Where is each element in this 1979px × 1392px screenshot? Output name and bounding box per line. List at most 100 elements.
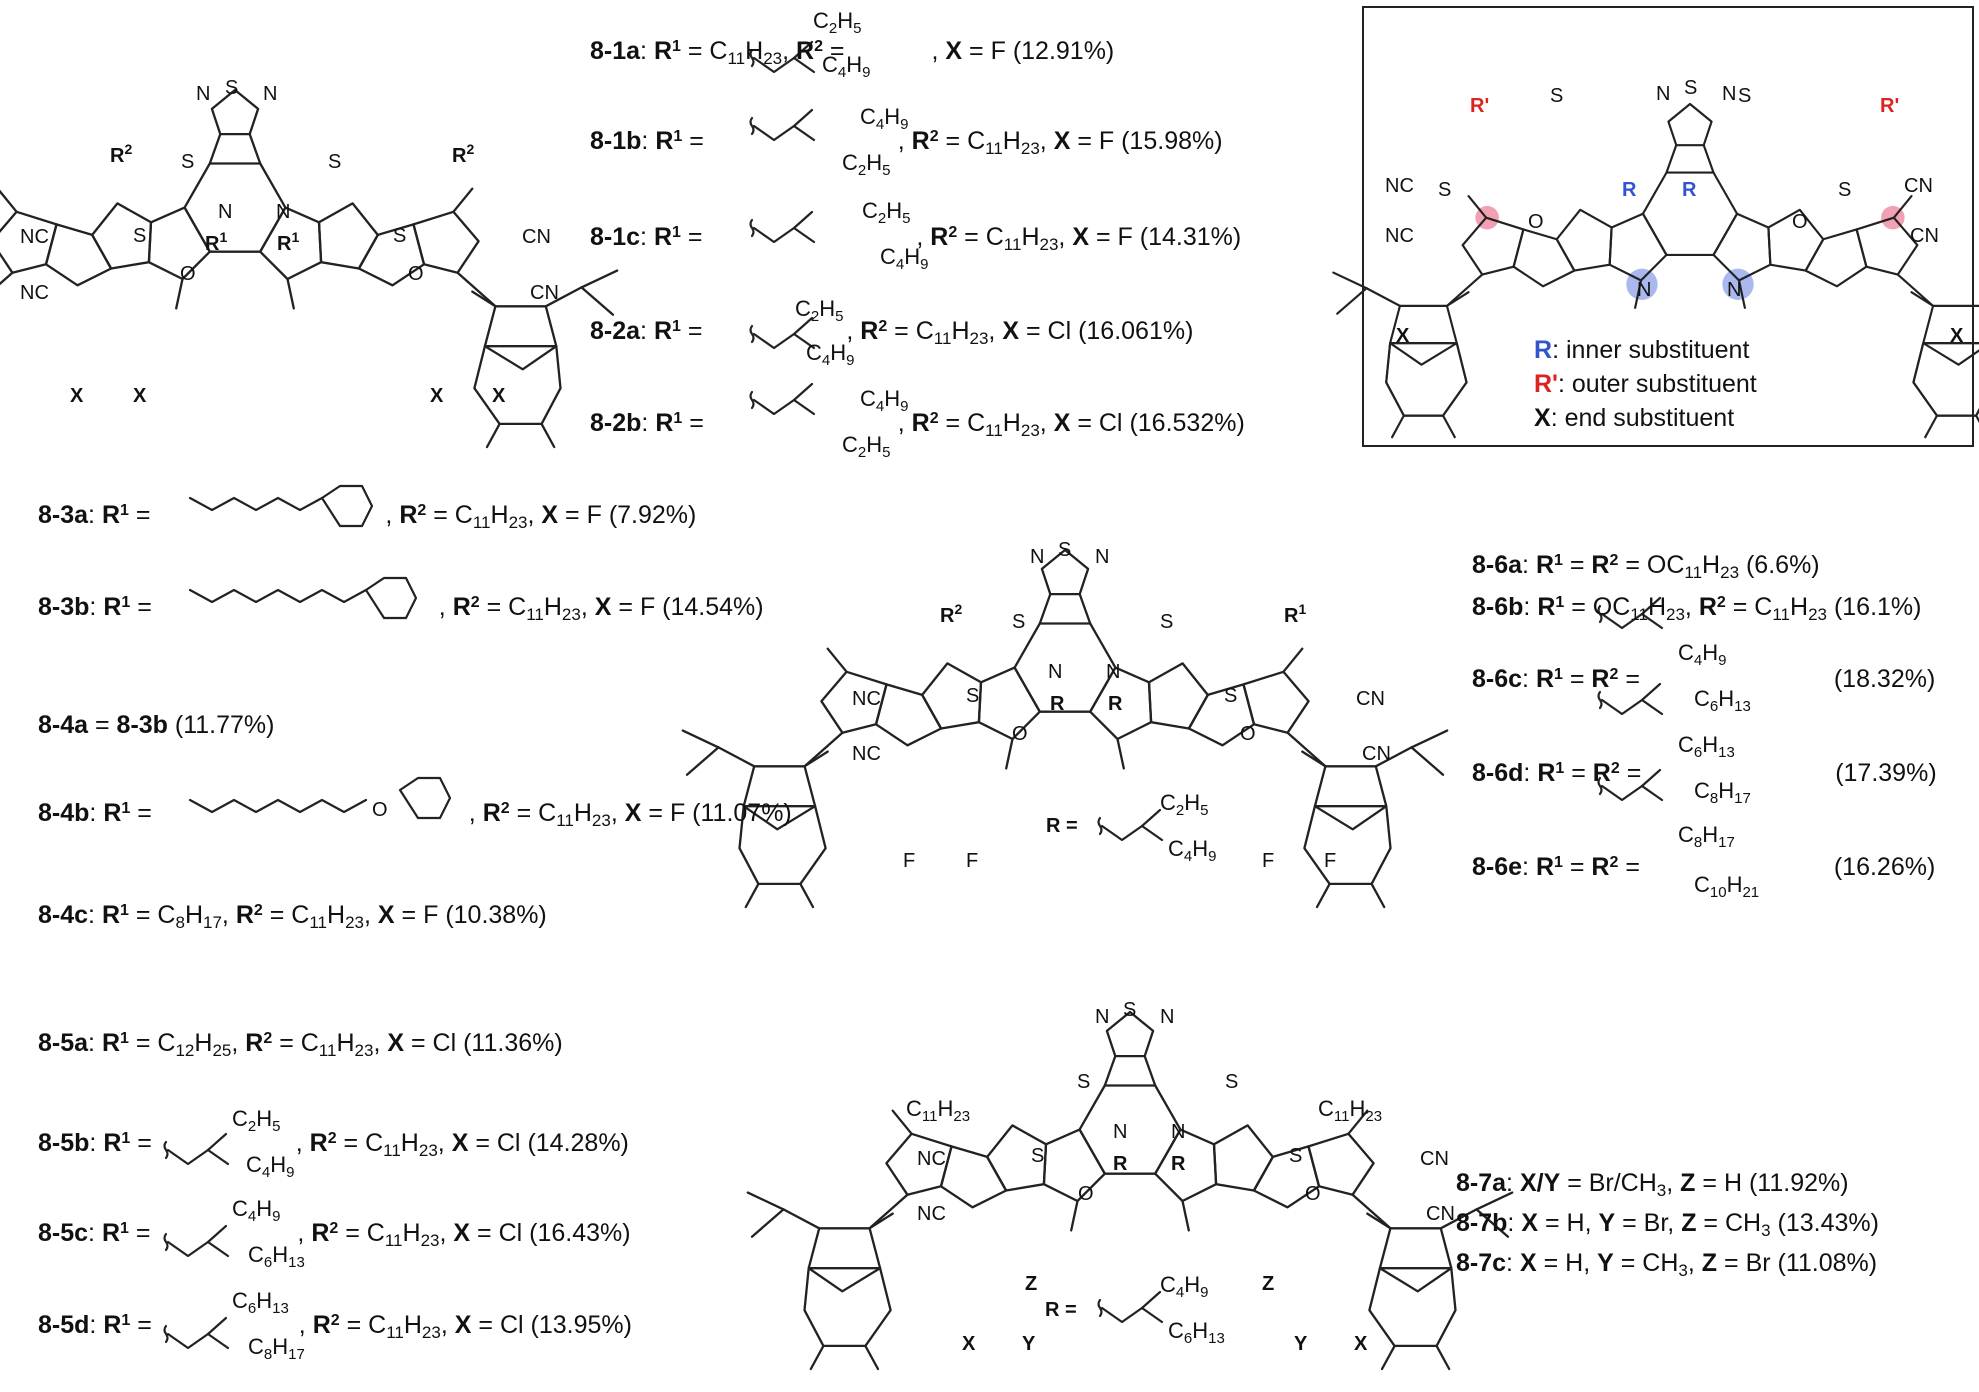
branch-8-6d-bottom: C8H17	[1694, 778, 1751, 807]
caption-8-6c: 8-6c: R1 = R2 = (18.32%)	[1472, 665, 1936, 693]
svg-text:O: O	[408, 263, 424, 285]
svg-text:NC: NC	[1385, 225, 1414, 247]
svg-text:S: S	[1224, 685, 1237, 707]
svg-text:S: S	[393, 225, 406, 247]
structure-3-r-top: C4H9	[1160, 1272, 1209, 1301]
caption-8-6a: 8-6a: R1 = R2 = OC11H23 (6.6%)	[1472, 551, 1820, 582]
svg-text:N: N	[1171, 1121, 1185, 1143]
caption-8-4a: 8-4a = 8-3b (11.77%)	[38, 711, 275, 739]
svg-text:NC: NC	[917, 1203, 946, 1225]
svg-text:X: X	[962, 1333, 976, 1355]
svg-text:S: S	[181, 151, 194, 173]
svg-text:O: O	[180, 263, 196, 285]
branch-8-2b-top: C4H9	[860, 386, 909, 415]
svg-text:S: S	[966, 685, 979, 707]
caption-8-6d: 8-6d: R1 = R2 = (17.39%)	[1472, 759, 1937, 787]
svg-text:N: N	[1160, 1006, 1174, 1028]
svg-text:R: R	[1113, 1153, 1128, 1175]
svg-text:NC: NC	[917, 1148, 946, 1170]
structure-1	[0, 88, 619, 449]
svg-text:N: N	[218, 201, 232, 223]
svg-text:S: S	[1077, 1071, 1090, 1093]
branch-8-1c-bottom: C4H9	[880, 244, 929, 273]
branch-8-6c-bottom: C6H13	[1694, 686, 1751, 715]
caption-8-1a: 8-1a: R1 = C11H23, R2 = , X = F (12.91%)	[590, 37, 1115, 68]
caption-8-4c: 8-4c: R1 = C8H17, R2 = C11H23, X = F (10…	[38, 901, 547, 932]
caption-8-2b: 8-2b: R1 = , R2 = C11H23, X = Cl (16.532…	[590, 409, 1245, 440]
caption-8-5a: 8-5a: R1 = C12H25, R2 = C11H23, X = Cl (…	[38, 1029, 563, 1060]
svg-text:S: S	[1012, 611, 1025, 633]
caption-8-1c: 8-1c: R1 = , R2 = C11H23, X = F (14.31%)	[590, 223, 1242, 254]
svg-text:S: S	[1438, 179, 1451, 201]
svg-text:R =: R =	[1046, 815, 1078, 837]
caption-8-7b: 8-7b: X = H, Y = Br, Z = CH3 (13.43%)	[1456, 1209, 1879, 1240]
svg-text:N: N	[1106, 661, 1120, 683]
caption-8-6b: 8-6b: R1 = OC11H23, R2 = C11H23 (16.1%)	[1472, 593, 1922, 624]
caption-8-5d: 8-5d: R1 = , R2 = C11H23, X = Cl (13.95%…	[38, 1311, 632, 1342]
svg-text:R2: R2	[452, 141, 474, 167]
svg-text:R2: R2	[940, 601, 962, 627]
svg-text:S: S	[1289, 1145, 1302, 1167]
svg-text:S: S	[1684, 77, 1697, 99]
structure-generic	[1332, 102, 1979, 439]
svg-text:R1: R1	[1284, 601, 1306, 627]
caption-8-3a: 8-3a: R1 = , R2 = C11H23, X = F (7.92%)	[38, 501, 697, 532]
svg-text:CN: CN	[1420, 1148, 1449, 1170]
svg-text:CN: CN	[522, 226, 551, 248]
svg-text:O: O	[1528, 211, 1544, 233]
svg-text:N: N	[1113, 1121, 1127, 1143]
branch-8-5b-top: C2H5	[232, 1106, 281, 1135]
svg-text:S: S	[1838, 179, 1851, 201]
structure-3-r-bottom: C6H13	[1168, 1318, 1225, 1347]
svg-text:NC: NC	[852, 743, 881, 765]
svg-text:R1: R1	[277, 229, 299, 255]
caption-8-4b: 8-4b: R1 = , R2 = C11H23, X = F (11.07%)	[38, 799, 792, 830]
svg-text:O: O	[1012, 723, 1028, 745]
svg-text:Y: Y	[1022, 1333, 1036, 1355]
caption-8-2a: 8-2a: R1 = , R2 = C11H23, X = Cl (16.061…	[590, 317, 1194, 348]
legend-end: X: end substituent	[1534, 404, 1735, 432]
svg-text:X: X	[70, 385, 84, 407]
svg-text:O: O	[1240, 723, 1256, 745]
structure-2-r-top: C2H5	[1160, 790, 1209, 819]
branch-8-1c-top: C2H5	[862, 198, 911, 227]
svg-text:R': R'	[1470, 95, 1489, 117]
branch-8-5d-bottom: C8H17	[248, 1334, 305, 1363]
svg-text:Y: Y	[1294, 1333, 1308, 1355]
svg-text:NC: NC	[20, 226, 49, 248]
branch-8-5b-bottom: C4H9	[246, 1152, 295, 1181]
svg-text:R: R	[1050, 693, 1065, 715]
branch-8-1a-top: C2H5	[813, 8, 862, 37]
svg-text:F: F	[1262, 850, 1274, 872]
svg-text:X: X	[1950, 325, 1964, 347]
branch-8-2a-bottom: C4H9	[806, 340, 855, 369]
svg-text:O: O	[1305, 1183, 1321, 1205]
svg-text:S: S	[1225, 1071, 1238, 1093]
svg-text:R2: R2	[110, 141, 132, 167]
svg-text:CN: CN	[1426, 1203, 1455, 1225]
branch-8-6d-top: C6H13	[1678, 732, 1735, 761]
svg-text:X: X	[1354, 1333, 1368, 1355]
svg-text:Z: Z	[1025, 1273, 1037, 1295]
caption-8-7a: 8-7a: X/Y = Br/CH3, Z = H (11.92%)	[1456, 1169, 1849, 1200]
caption-8-6e: 8-6e: R1 = R2 = (16.26%)	[1472, 853, 1936, 881]
svg-text:NC: NC	[852, 688, 881, 710]
svg-text:O: O	[1792, 211, 1808, 233]
svg-text:N: N	[276, 201, 290, 223]
branch-8-5d-top: C6H13	[232, 1288, 289, 1317]
svg-text:R': R'	[1880, 95, 1899, 117]
svg-text:F: F	[966, 850, 978, 872]
branch-8-6c-top: C4H9	[1678, 640, 1727, 669]
svg-text:N: N	[1722, 83, 1736, 105]
structure-3-side-right: C11H23	[1318, 1096, 1383, 1125]
branch-8-5c-bottom: C6H13	[248, 1242, 305, 1271]
svg-text:X: X	[492, 385, 506, 407]
svg-text:X: X	[430, 385, 444, 407]
svg-text:X: X	[133, 385, 147, 407]
svg-text:S: S	[133, 225, 146, 247]
svg-text:S: S	[328, 151, 341, 173]
legend-outer: R': outer substituent	[1534, 370, 1757, 398]
svg-text:N: N	[263, 83, 277, 105]
